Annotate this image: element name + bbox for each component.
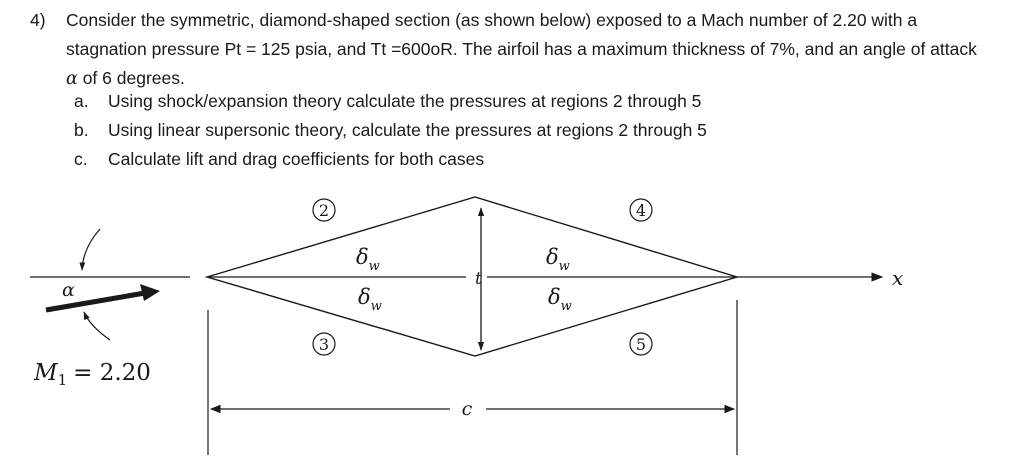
question-number: 4) (30, 10, 46, 30)
delta-w-upper-rear: δw (546, 245, 570, 274)
region-marker-2: 2 (312, 198, 336, 222)
svg-text:4: 4 (636, 201, 646, 220)
x-axis-label: x (892, 266, 903, 290)
item-text-b: Using linear supersonic theory, calculat… (108, 120, 707, 140)
delta-w-lower-rear: δw (548, 285, 572, 314)
region-marker-3: 3 (312, 332, 336, 356)
freestream-arrowhead (140, 284, 160, 301)
delta-w-lower-front: δw (358, 285, 382, 314)
thickness-label: t (475, 269, 482, 289)
mach-symbol: M (33, 360, 59, 386)
question-text-part-2: of 6 degrees. (77, 68, 185, 88)
mach-subscript: 1 (58, 371, 68, 389)
item-marker-c: c. (74, 149, 88, 169)
question-text-part-1: Consider the symmetric, diamond-shaped s… (66, 10, 977, 59)
alpha-symbol-inline: α (66, 69, 78, 89)
svg-text:2: 2 (319, 201, 329, 220)
svg-text:3: 3 (319, 335, 329, 354)
freestream-flow-arrow (45, 290, 146, 313)
alpha-label: α (62, 279, 75, 301)
svg-text:5: 5 (636, 335, 646, 354)
item-text-c: Calculate lift and drag coefficients for… (108, 149, 485, 169)
item-marker-b: b. (74, 120, 89, 140)
chord-label: c (462, 398, 473, 420)
alpha-arc-upper (79, 228, 101, 271)
region-marker-5: 5 (629, 332, 653, 356)
question-text: Consider the symmetric, diamond-shaped s… (66, 6, 986, 94)
item-marker-a: a. (74, 91, 89, 111)
delta-w-upper-front: δw (356, 245, 380, 274)
alpha-arc-lower (83, 311, 111, 341)
item-text-a: Using shock/expansion theory calculate t… (108, 91, 702, 111)
region-marker-4: 4 (629, 198, 653, 222)
mach-value: = 2.20 (73, 360, 151, 386)
mach-number-label: M1 = 2.20 (33, 360, 151, 389)
